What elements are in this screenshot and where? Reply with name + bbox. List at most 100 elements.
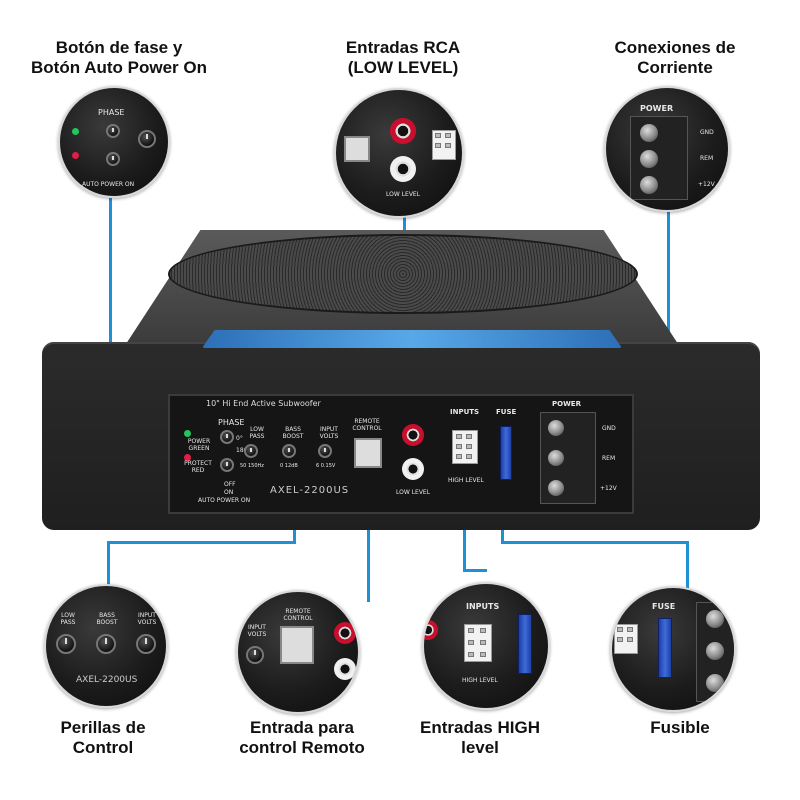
range-min: 50 — [240, 463, 247, 469]
rca-white-input[interactable] — [402, 458, 424, 480]
range-max: 0.15V — [320, 463, 336, 469]
power-green-label: POWER GREEN — [187, 438, 211, 452]
phase-switch[interactable] — [106, 124, 120, 138]
rca-white-input[interactable] — [334, 658, 356, 680]
high-level-connector[interactable] — [452, 430, 478, 464]
gnd-screw[interactable] — [548, 420, 564, 436]
gnd-screw[interactable] — [706, 610, 724, 628]
rca-red-input[interactable] — [402, 424, 424, 446]
remote-jack[interactable] — [354, 438, 382, 468]
bubble-high: INPUTS HIGH LEVEL — [422, 582, 550, 710]
low-pass-knob[interactable] — [56, 634, 76, 654]
bass-boost-label: BASS BOOST — [282, 426, 304, 440]
speaker-grille — [168, 234, 638, 314]
protect-led — [184, 454, 191, 461]
high-level-connector[interactable] — [464, 624, 492, 662]
fuse[interactable] — [658, 618, 672, 678]
rem-screw[interactable] — [640, 150, 658, 168]
fuse-label: FUSE — [496, 408, 517, 416]
range-max: 12dB — [284, 463, 298, 469]
range-max: 150Hz — [247, 463, 264, 469]
power-terminal-block — [630, 116, 688, 200]
auto-power-switch[interactable] — [106, 152, 120, 166]
callout-title-line: control Remoto — [239, 738, 365, 757]
callout-title-line: Fusible — [650, 718, 710, 737]
rem-label: REM — [700, 155, 714, 162]
high-level-connector[interactable] — [614, 624, 638, 654]
input-volts-range: 6 0.15V — [316, 462, 335, 471]
plus12v-label: +12V — [600, 485, 617, 492]
plus12v-screw[interactable] — [706, 674, 724, 692]
plus12v-screw[interactable] — [548, 480, 564, 496]
off-label: OFF — [224, 481, 236, 488]
callout-title-knobs: Perillas de Control — [28, 718, 178, 758]
input-volts-knob[interactable] — [318, 444, 332, 458]
range-min: 0 — [280, 463, 284, 469]
low-pass-label: LOW PASS — [60, 612, 76, 626]
phase-0-label: 0° — [236, 435, 243, 442]
power-led — [184, 430, 191, 437]
rem-screw[interactable] — [706, 642, 724, 660]
callout-title-line: Control — [72, 738, 134, 757]
fuse[interactable] — [518, 614, 532, 674]
plus12v-screw[interactable] — [640, 176, 658, 194]
callout-title-line: level — [461, 738, 499, 757]
high-level-label: HIGH LEVEL — [462, 677, 498, 684]
callout-title-line: Perillas de — [60, 718, 146, 737]
phase-label: PHASE — [218, 418, 245, 427]
gnd-screw[interactable] — [640, 124, 658, 142]
input-volts-knob[interactable] — [136, 634, 156, 654]
rca-red-input[interactable] — [334, 622, 356, 644]
auto-power-on-label: AUTO POWER ON — [82, 181, 135, 188]
remote-control-label: REMOTE CONTROL — [352, 418, 382, 432]
callout-title-line: Entrada para — [250, 718, 354, 737]
callout-title-fuse: Fusible — [610, 718, 750, 738]
callout-title-remote: Entrada para control Remoto — [212, 718, 392, 758]
low-level-label: LOW LEVEL — [386, 191, 421, 198]
bubble-power: POWER GND REM +12V — [604, 86, 730, 212]
remote-jack[interactable] — [344, 136, 370, 162]
remote-jack[interactable] — [280, 626, 314, 664]
bass-boost-label: BASS BOOST — [96, 612, 118, 626]
callout-title-line: Botón Auto Power On — [31, 58, 207, 77]
low-pass-label: LOW PASS — [249, 426, 265, 440]
inputs-label: INPUTS — [466, 602, 500, 611]
input-volts-knob[interactable] — [246, 646, 264, 664]
panel-subtitle: 10" Hi End Active Subwoofer — [206, 399, 321, 408]
callout-title-line: Conexiones de — [614, 38, 736, 57]
low-pass-knob[interactable] — [244, 444, 258, 458]
remote-control-label: REMOTE CONTROL — [283, 608, 313, 622]
auto-power-on-label: AUTO POWER ON — [198, 497, 251, 504]
low-pass-knob[interactable] — [138, 130, 156, 148]
plus12v-label: +12V — [698, 181, 715, 188]
on-label: ON — [224, 489, 234, 496]
model-label: AXEL-2200US — [270, 485, 350, 496]
high-level-connector[interactable] — [432, 130, 456, 160]
protect-led — [72, 152, 79, 159]
high-level-label: HIGH LEVEL — [448, 477, 484, 484]
range-min: 6 — [316, 463, 320, 469]
bubble-knobs: LOW PASS BASS BOOST INPUT VOLTS AXEL-220… — [44, 584, 168, 708]
auto-power-switch[interactable] — [220, 458, 234, 472]
low-pass-range: 50 150Hz — [240, 462, 264, 471]
power-label: POWER — [552, 400, 581, 408]
protect-red-label: PROTECT RED — [184, 460, 212, 474]
gnd-label: GND — [700, 129, 714, 136]
enclosure-logo-strip — [202, 330, 622, 348]
callout-title-rca: Entradas RCA (LOW LEVEL) — [318, 38, 488, 78]
fuse-label: FUSE — [652, 602, 676, 611]
rca-white-input[interactable] — [390, 156, 416, 182]
rca-red-input[interactable] — [390, 118, 416, 144]
phase-switch[interactable] — [220, 430, 234, 444]
callout-title-line: Corriente — [637, 58, 713, 77]
model-label: AXEL-2200US — [76, 675, 138, 685]
bass-boost-knob[interactable] — [96, 634, 116, 654]
bass-boost-knob[interactable] — [282, 444, 296, 458]
bubble-rca: LOW LEVEL — [334, 88, 464, 218]
rem-screw[interactable] — [548, 450, 564, 466]
bubble-phase: PHASE AUTO POWER ON — [58, 86, 170, 198]
fuse[interactable] — [500, 426, 512, 480]
inputs-label: INPUTS — [450, 408, 480, 416]
power-led — [72, 128, 79, 135]
rca-red-input[interactable] — [424, 620, 438, 640]
